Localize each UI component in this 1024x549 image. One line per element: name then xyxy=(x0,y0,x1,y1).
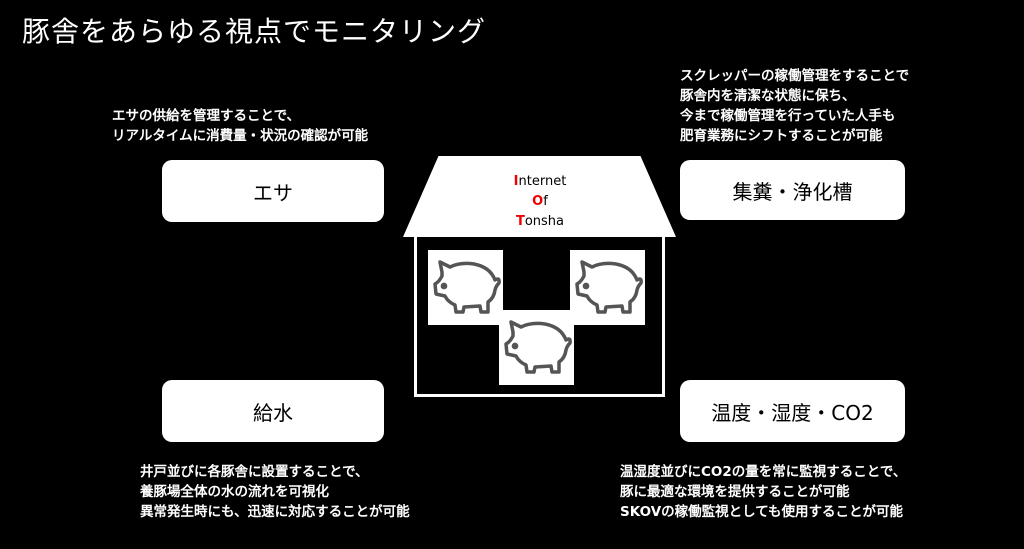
water-caption: 井戸並びに各豚舎に設置することで、 養豚場全体の水の流れを可視化 異常発生時にも… xyxy=(140,462,410,522)
initial: O xyxy=(532,194,544,209)
manure-caption: スクレッパーの稼働管理をすることで 豚舎内を清潔な状態に保ち、 今まで稼働管理を… xyxy=(680,66,909,146)
pig-icon xyxy=(570,250,645,325)
slide-title: 豚舎をあらゆる視点でモニタリング xyxy=(22,15,487,48)
iot-label: Internet Of Tonsha xyxy=(480,172,600,232)
caption-line: 井戸並びに各豚舎に設置することで、 xyxy=(140,464,369,480)
caption-line: スクレッパーの稼働管理をすることで xyxy=(680,68,910,84)
manure-box: 集糞・浄化槽 xyxy=(680,160,905,220)
caption-line: 養豚場全体の水の流れを可視化 xyxy=(140,484,329,500)
feed-box: エサ xyxy=(162,160,384,222)
house-roof xyxy=(403,156,676,237)
climate-caption: 温湿度並びにCO2の量を常に監視することで、 豚に最適な環境を提供することが可能… xyxy=(620,462,906,522)
word: onsha xyxy=(524,214,565,229)
caption-line: SKOVの稼働監視としても使用することが可能 xyxy=(620,504,904,520)
water-box: 給水 xyxy=(162,380,384,442)
caption-line: 今まで稼働管理を行っていた人手も xyxy=(680,108,896,124)
feed-caption: エサの供給を管理することで、 リアルタイムに消費量・状況の確認が可能 xyxy=(112,106,368,146)
caption-line: 肥育業務にシフトすることが可能 xyxy=(680,128,883,144)
caption-line: 異常発生時にも、迅速に対応することが可能 xyxy=(140,504,410,520)
word: f xyxy=(543,194,548,209)
house-body xyxy=(414,237,665,397)
initial: I xyxy=(513,174,519,189)
caption-line: 豚に最適な環境を提供することが可能 xyxy=(620,484,850,500)
caption-line: 温湿度並びにCO2の量を常に監視することで、 xyxy=(620,464,907,480)
climate-box: 温度・湿度・CO2 xyxy=(680,380,905,442)
caption-line: 豚舎内を清潔な状態に保ち、 xyxy=(680,88,856,104)
caption-line: リアルタイムに消費量・状況の確認が可能 xyxy=(112,128,369,144)
word: nternet xyxy=(518,174,567,189)
caption-line: エサの供給を管理することで、 xyxy=(112,108,301,124)
initial: T xyxy=(515,214,525,229)
pig-icon xyxy=(499,310,574,385)
pig-icon xyxy=(428,250,503,325)
